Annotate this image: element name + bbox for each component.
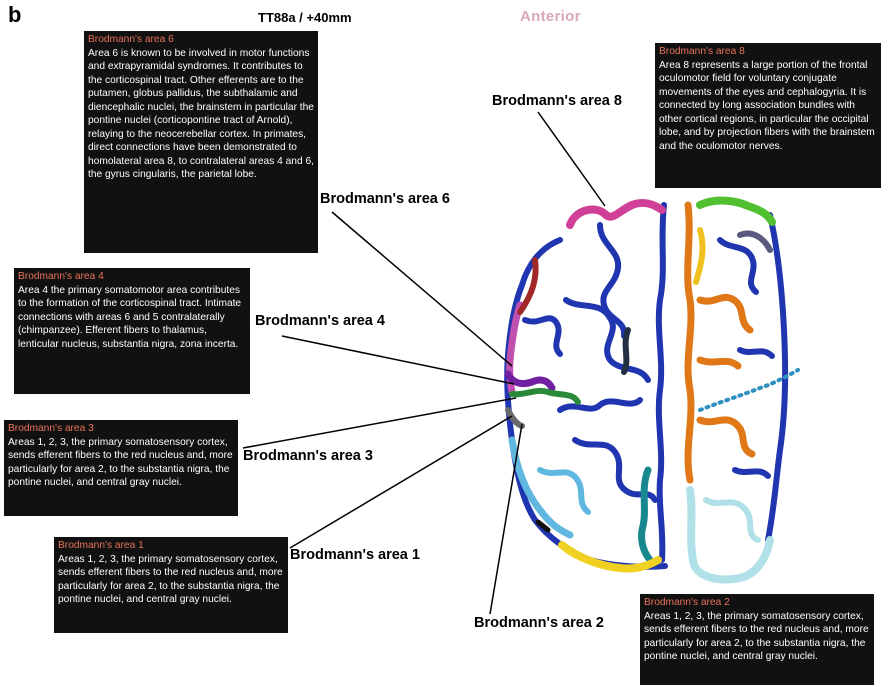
callout-area8: Brodmann's area 8: [492, 93, 622, 109]
callout-area2: Brodmann's area 2: [474, 615, 604, 631]
right-pale-gyri: [703, 497, 761, 543]
leader-area3: [242, 397, 517, 449]
infobox-area4-text: Area 4 the primary somatomotor area cont…: [18, 284, 242, 350]
right-blue-gyri: [717, 237, 775, 479]
infobox-area4: Brodmann's area 4 Area 4 the primary som…: [14, 268, 250, 394]
right-hemisphere: [684, 196, 800, 584]
infobox-area4-title: Brodmann's area 4: [18, 271, 104, 282]
right-cortex-outline: [765, 212, 789, 543]
left-area2-region: [558, 541, 662, 573]
infobox-area8-text: Area 8 represents a large portion of the…: [659, 59, 875, 152]
right-yellow-band: [693, 227, 706, 285]
infobox-area6-title: Brodmann's area 6: [88, 34, 174, 45]
infobox-area1-text: Areas 1, 2, 3, the primary somatosensory…: [58, 553, 283, 606]
left-gyri-5: [522, 315, 563, 357]
infobox-area2-title: Brodmann's area 2: [644, 597, 730, 608]
slice-label: TT88a / +40mm: [258, 10, 352, 25]
infobox-area8: Brodmann's area 8 Area 8 represents a la…: [655, 43, 881, 188]
left-area1-region: [505, 407, 525, 429]
infobox-area6-text: Area 6 is known to be involved in motor …: [88, 47, 314, 181]
infobox-area8-title: Brodmann's area 8: [659, 46, 745, 57]
left-lightblue-gyri: [537, 467, 591, 515]
left-black-mark: [535, 519, 551, 533]
right-orange-gyri: [696, 293, 756, 458]
infobox-area2: Brodmann's area 2 Areas 1, 2, 3, the pri…: [640, 594, 874, 685]
left-teal-region: [638, 466, 654, 564]
left-area3-region: [509, 387, 581, 405]
left-red-band: [517, 257, 539, 315]
left-medial-wall: [655, 202, 667, 563]
panel-letter: b: [8, 2, 22, 27]
infobox-area3-title: Brodmann's area 3: [8, 423, 94, 434]
right-slate-region: [737, 230, 773, 253]
infobox-area1-title: Brodmann's area 1: [58, 540, 144, 551]
left-gyri-2: [563, 297, 651, 383]
leader-area2: [489, 423, 523, 615]
right-green-region: [696, 196, 776, 226]
leader-area1: [289, 415, 513, 549]
right-dotted-tract: [698, 368, 800, 412]
leader-area6: [331, 211, 513, 367]
leader-area8: [537, 111, 606, 207]
callout-area4: Brodmann's area 4: [255, 313, 385, 329]
left-gyri-1: [597, 222, 628, 339]
left-area8-region: [566, 198, 666, 229]
callout-area1: Brodmann's area 1: [290, 547, 420, 563]
infobox-area1: Brodmann's area 1 Areas 1, 2, 3, the pri…: [54, 537, 288, 633]
orientation-label: Anterior: [520, 8, 581, 25]
infobox-area3: Brodmann's area 3 Areas 1, 2, 3, the pri…: [4, 420, 238, 516]
left-gyri-3: [557, 397, 643, 413]
callout-area3: Brodmann's area 3: [243, 448, 373, 464]
left-darkslate-band: [621, 327, 631, 375]
left-area4-region: [504, 370, 556, 392]
callout-area6: Brodmann's area 6: [320, 191, 450, 207]
infobox-area3-text: Areas 1, 2, 3, the primary somatosensory…: [8, 436, 233, 489]
right-pale-region: [686, 486, 774, 584]
infobox-area6: Brodmann's area 6 Area 6 is known to be …: [84, 31, 318, 253]
leader-area4: [281, 335, 515, 385]
leader-lines: [242, 111, 606, 615]
infobox-area2-text: Areas 1, 2, 3, the primary somatosensory…: [644, 610, 869, 663]
right-medial-wall: [684, 201, 695, 484]
left-hemisphere: [504, 198, 668, 573]
